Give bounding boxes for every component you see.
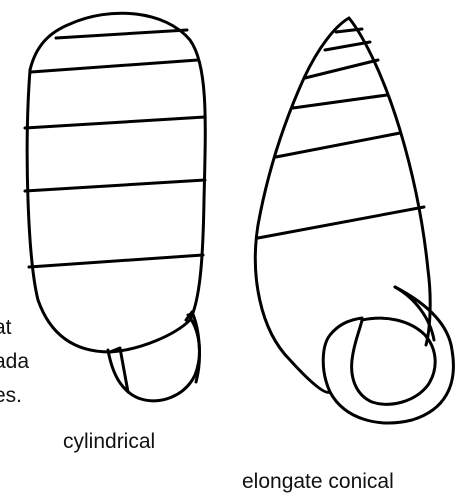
conical-aperture-opening <box>352 318 436 404</box>
cropped-text-line-3: ada <box>0 346 29 378</box>
cylindrical-suture-2 <box>31 60 198 72</box>
cylindrical-suture-4 <box>25 180 205 191</box>
cylindrical-suture-1 <box>56 30 187 38</box>
conical-suture-4 <box>293 95 387 108</box>
cropped-text-line-4: es. <box>0 380 22 412</box>
elongate-conical-shell-drawing <box>255 18 453 423</box>
conical-shell-outline <box>255 18 430 392</box>
conical-suture-3 <box>305 60 378 78</box>
cylindrical-suture-5 <box>29 255 203 267</box>
conical-suture-6 <box>258 207 424 238</box>
cylindrical-suture-3 <box>25 117 205 128</box>
elongate-conical-caption: elongate conical <box>242 470 394 494</box>
conical-suture-5 <box>276 133 400 157</box>
cylindrical-caption: cylindrical <box>63 430 155 454</box>
conical-suture-2 <box>325 42 370 50</box>
cylindrical-shell-drawing <box>25 13 205 401</box>
cropped-text-line-2: at <box>0 312 12 344</box>
